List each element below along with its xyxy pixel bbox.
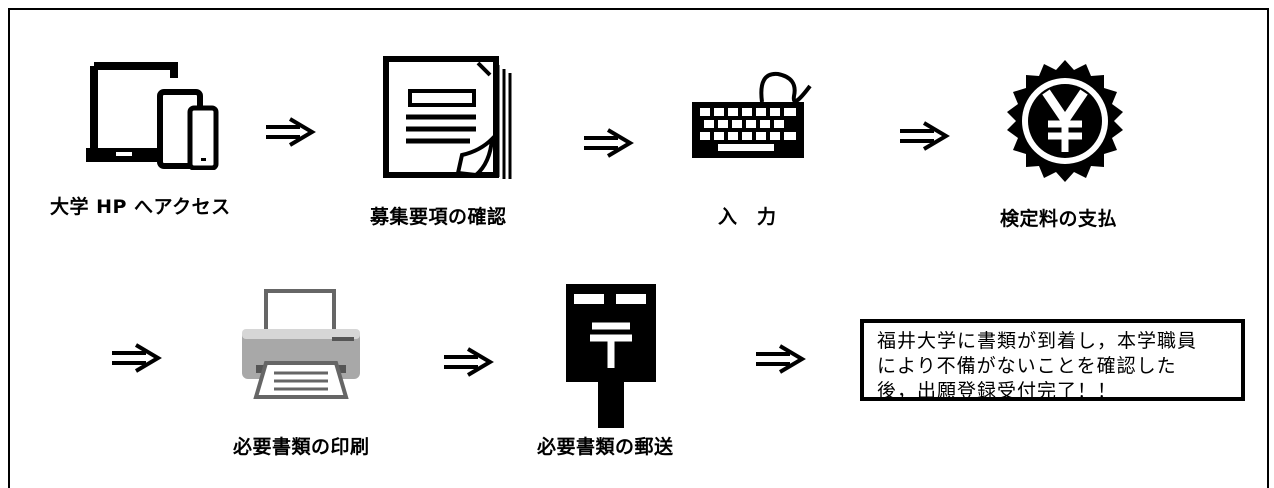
completion-note-line: 後，出願登録受付完了！！ [877,380,1118,402]
diagram-frame [8,8,1269,488]
double-arrow-icon [900,121,950,151]
step-label-print: 必要書類の印刷 [233,436,370,458]
double-arrow-icon [112,343,162,373]
yen-icon [1007,60,1123,182]
postbox-icon [566,284,656,428]
completion-note-line: により不備がないことを確認した [877,355,1177,377]
completion-note-line: 福井大学に書類が到着し，本学職員 [877,330,1198,352]
completion-note: 福井大学に書類が到着し，本学職員 により不備がないことを確認した 後，出願登録受… [860,319,1245,402]
devices-icon [86,62,219,170]
step-label-payment: 検定料の支払 [1000,208,1118,230]
step-label-access: 大学 HP へアクセス [50,196,231,218]
double-arrow-icon [584,128,634,158]
printer-icon [242,289,360,399]
step-label-input: 入 力 [718,206,777,228]
document-icon [383,56,512,179]
double-arrow-icon [444,347,494,377]
step-label-guidelines: 募集要項の確認 [370,206,507,228]
double-arrow-icon [266,117,316,147]
double-arrow-icon [756,344,806,374]
keyboard-icon [692,71,812,158]
step-label-mail: 必要書類の郵送 [537,436,674,458]
